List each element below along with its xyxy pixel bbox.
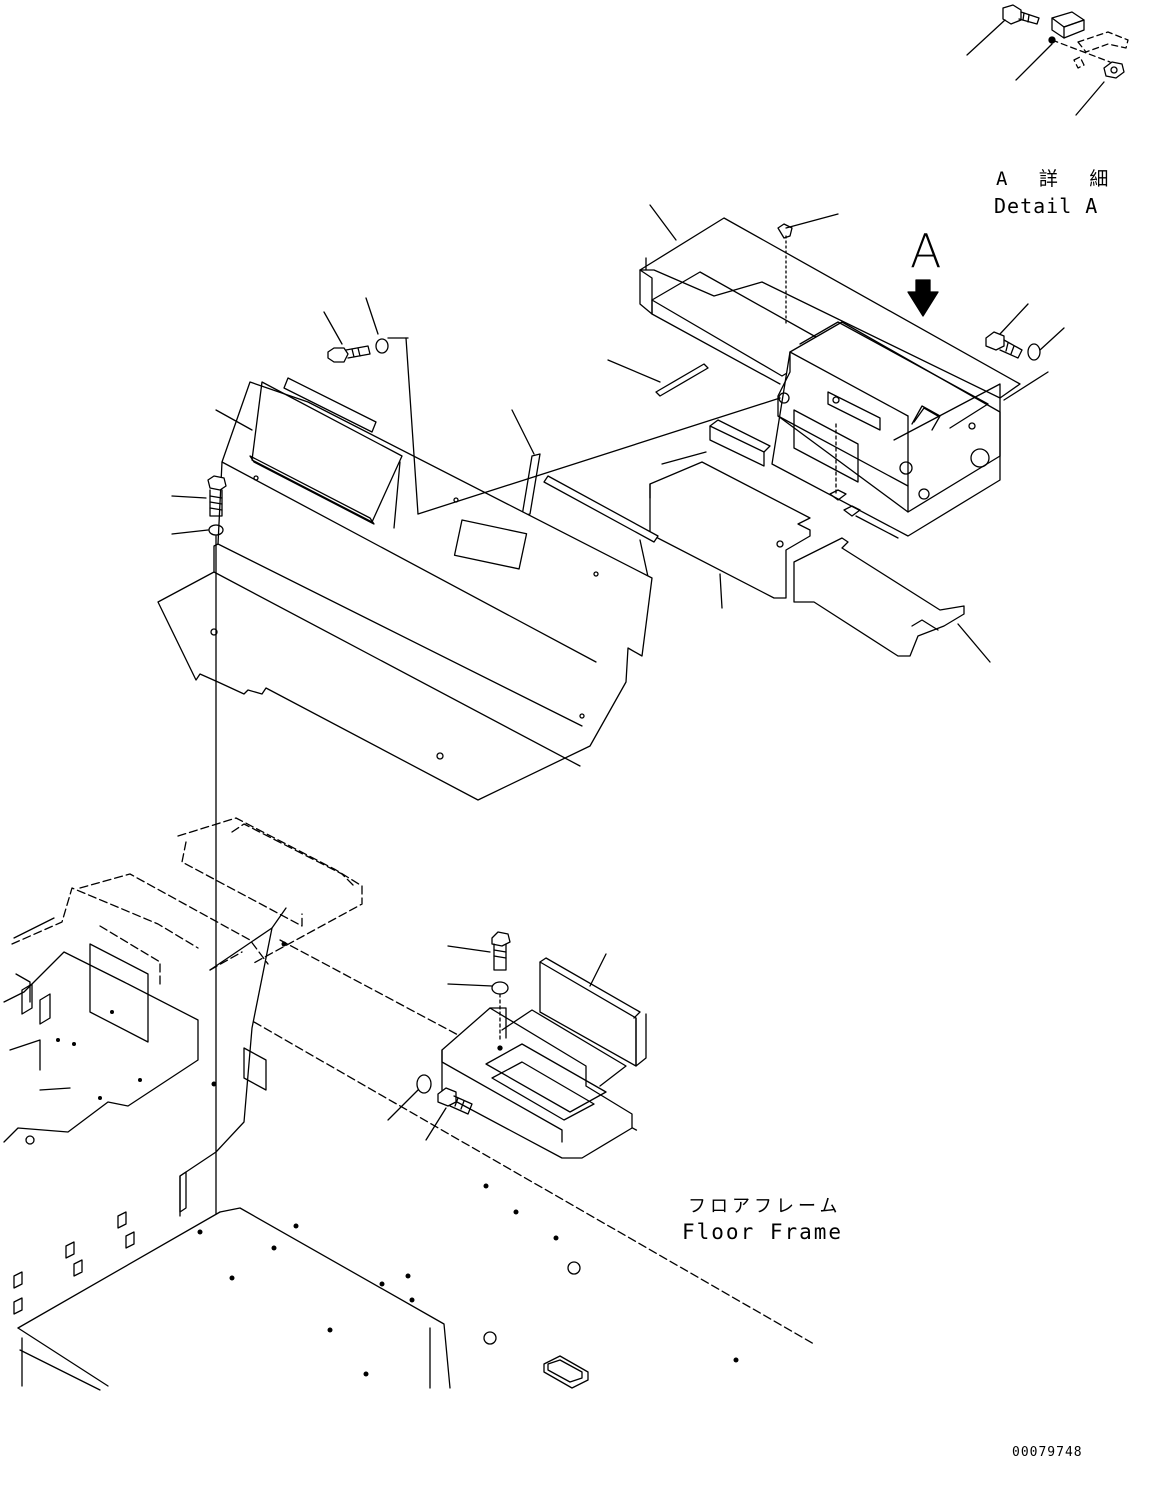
console-box-assembly: [607, 204, 1065, 539]
detail-clip-icon: [1048, 11, 1085, 44]
floor-frame-english-label: Floor Frame: [682, 1220, 844, 1244]
cover-plates: [511, 409, 991, 663]
console-bolt-icon: [985, 331, 1023, 359]
detail-nut-icon: [1103, 61, 1125, 79]
front-cover-panel: [157, 337, 781, 801]
panel-bolt-top-icon: [327, 345, 371, 363]
tray-bolt-bottom-icon: [437, 1087, 473, 1115]
tray-bolt-top-icon: [491, 931, 511, 971]
panel-bolts: [171, 297, 409, 1215]
floor-frame-japanese-label: フロアフレーム: [688, 1196, 842, 1217]
panel-bolt-left-icon: [207, 475, 227, 517]
view-a-marker: A: [910, 224, 942, 278]
detail-bracket-outline: [1051, 31, 1129, 69]
detail-bolt-icon: [1002, 4, 1040, 25]
floor-frame: [3, 817, 815, 1391]
detail-a-japanese-label: A 詳 細: [996, 168, 1119, 190]
bracket-tray: [387, 931, 647, 1159]
drawing-number: 00079748: [1012, 1445, 1083, 1460]
detail-a-english-label: Detail A: [994, 194, 1099, 218]
detail-a-group: [966, 4, 1129, 116]
